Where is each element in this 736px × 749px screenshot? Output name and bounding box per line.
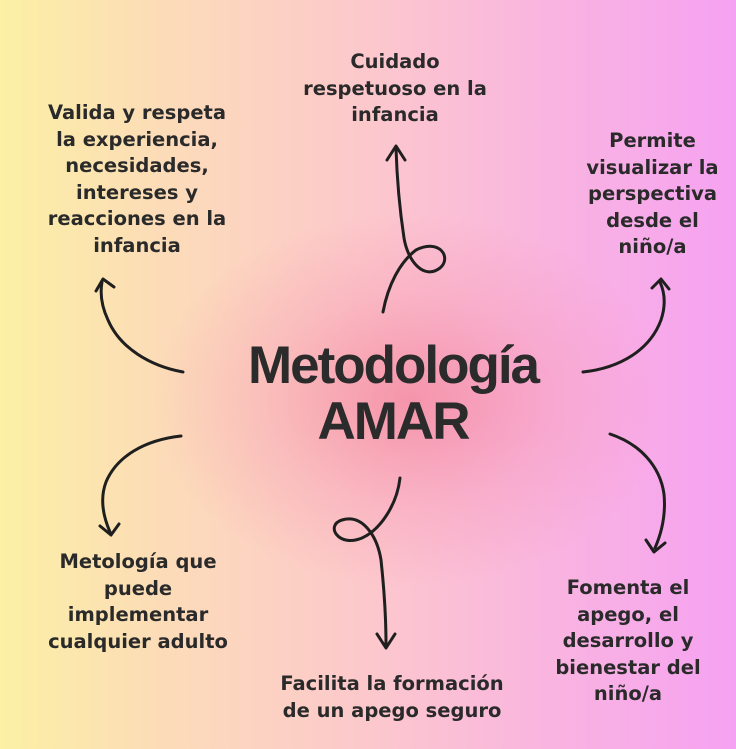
item-bottom-label: Facilita la formación de un apego seguro [280, 672, 504, 722]
arrow-bottom-right-head [644, 538, 667, 554]
arrow-bottom-right [608, 432, 666, 550]
item-top-right-label: Permite visualizar la perspectiva desde … [586, 129, 719, 258]
diagram-title: Metodología AMAR [168, 338, 618, 450]
arrow-top-left-head [94, 277, 116, 293]
arrow-bottom-head [375, 632, 397, 650]
arrow-bottom-left [101, 434, 183, 534]
arrow-top-left [99, 280, 185, 374]
arrow-bottom [332, 476, 402, 646]
arrow-top [381, 146, 447, 314]
arrow-top-right-head [650, 277, 671, 291]
item-bottom-right-label: Fomenta el apego, el desarrollo y bienes… [555, 576, 701, 705]
item-top-left-label: Valida y respeta la experiencia, necesid… [47, 101, 227, 257]
item-top-label: Cuidado respetuoso en la infancia [303, 50, 487, 126]
title-line-2: AMAR [317, 392, 471, 451]
arrow-top-right [581, 280, 666, 374]
title-line-1: Metodología [247, 336, 540, 395]
arrow-bottom-left-head [98, 522, 121, 537]
arrow-top-head [385, 144, 407, 162]
item-bottom-left-label: Metología que puede implementar cualquie… [48, 550, 228, 653]
